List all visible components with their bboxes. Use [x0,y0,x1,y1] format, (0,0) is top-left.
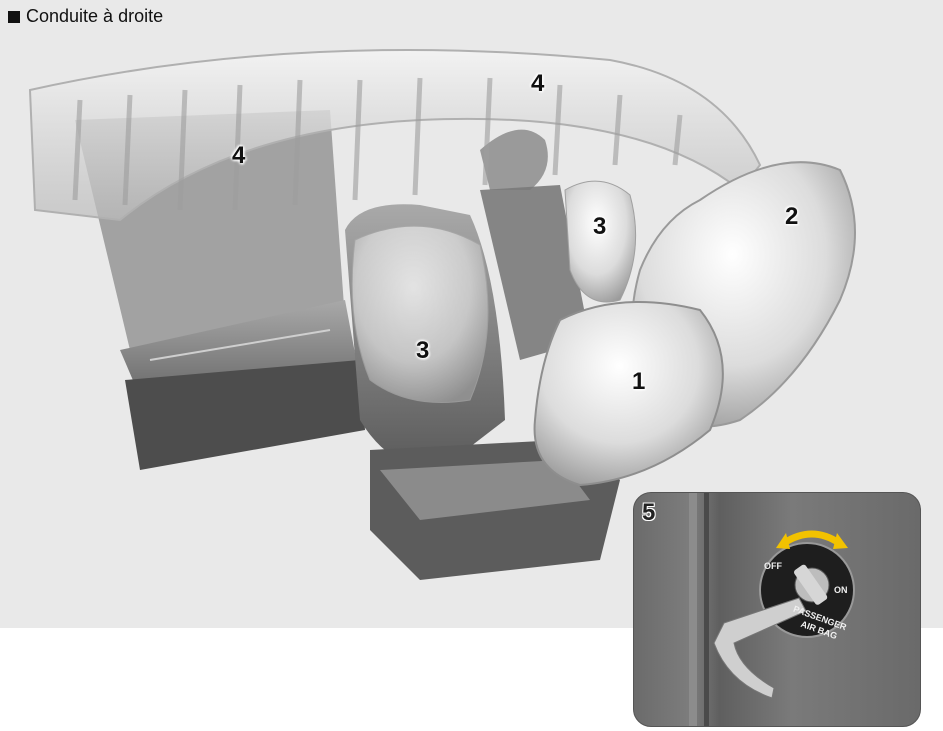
label-switch: 5 [642,499,656,526]
label-curtain-airbag-front: 4 [531,70,545,97]
illustration-panel: Conduite à droite [0,0,943,628]
heading: Conduite à droite [8,6,163,27]
curtain-airbag [28,49,762,222]
label-passenger-front-airbag: 2 [785,203,799,230]
side-airbag-seat [351,225,489,403]
key-icon [713,597,807,699]
label-side-airbag-front: 3 [593,213,607,240]
label-curtain-airbag-rear: 4 [232,142,246,169]
switch-illustration [689,493,855,726]
square-bullet-icon [8,10,20,23]
airbag-illustration [28,49,856,580]
label-side-airbag-seat: 3 [416,337,430,364]
rotation-arrow-icon [782,530,841,547]
side-airbag-front [564,180,637,303]
switch-on-label: ON [834,585,848,595]
switch-off-label: OFF [764,561,782,571]
airbag-switch-inset: 5 OFF ON PASSENGER AIR BAG [633,492,921,727]
label-driver-front-airbag: 1 [632,368,646,395]
heading-text: Conduite à droite [26,6,164,26]
driver-front-airbag [533,301,724,487]
